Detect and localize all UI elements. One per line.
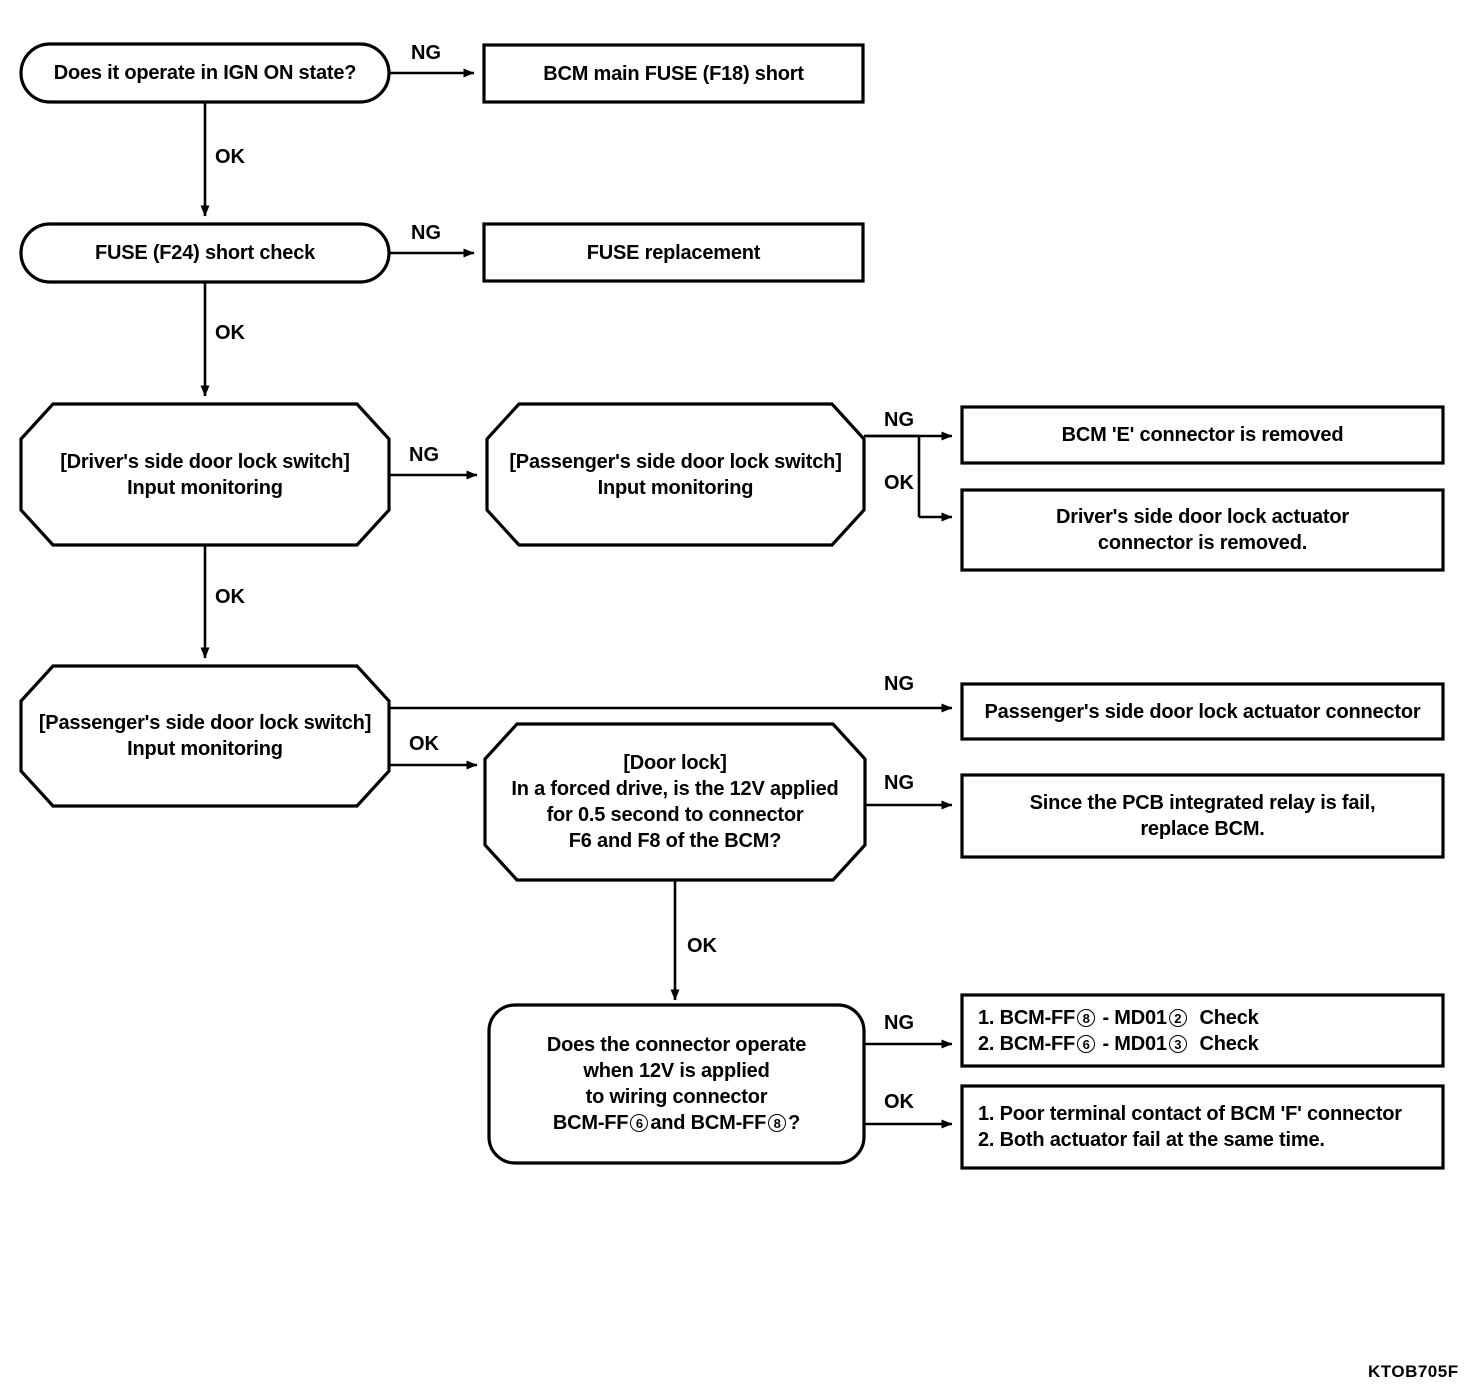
node-shape-n1-ng: [482, 43, 865, 104]
edge-label-e4: OK: [215, 322, 245, 344]
edge-label-e13: NG: [884, 1012, 914, 1034]
edge-label-e5: NG: [409, 444, 439, 466]
edge-label-e3: NG: [411, 222, 441, 244]
edge-label-e14: OK: [884, 1091, 914, 1113]
node-shape-n5-ng: [960, 682, 1445, 741]
node-shape-n5: [19, 664, 391, 808]
edge-label-e10: OK: [409, 733, 439, 755]
node-shape-n7-ng: [960, 993, 1445, 1068]
node-shape-n4-ok: [960, 488, 1445, 572]
node-shape-n4-ng: [960, 405, 1445, 465]
node-shape-n7-ok: [960, 1084, 1445, 1170]
edge-label-e9: NG: [884, 673, 914, 695]
edge-label-e1: NG: [411, 42, 441, 64]
node-shape-n3: [19, 402, 391, 547]
edge-label-e8: OK: [884, 472, 914, 494]
node-shape-n4: [485, 402, 866, 547]
node-shape-n2: [19, 222, 391, 284]
node-shape-n2-ng: [482, 222, 865, 283]
node-shape-n1: [19, 42, 391, 104]
edge-label-e11: NG: [884, 772, 914, 794]
figure-code: KTOB705F: [1368, 1362, 1459, 1381]
edge-label-e12: OK: [687, 935, 717, 957]
edge-label-e7: NG: [884, 409, 914, 431]
node-shape-n7: [487, 1003, 866, 1165]
node-shape-n6: [483, 722, 867, 882]
edge-label-e6: OK: [215, 586, 245, 608]
node-shape-n6-ng: [960, 773, 1445, 859]
edge-label-e2: OK: [215, 146, 245, 168]
